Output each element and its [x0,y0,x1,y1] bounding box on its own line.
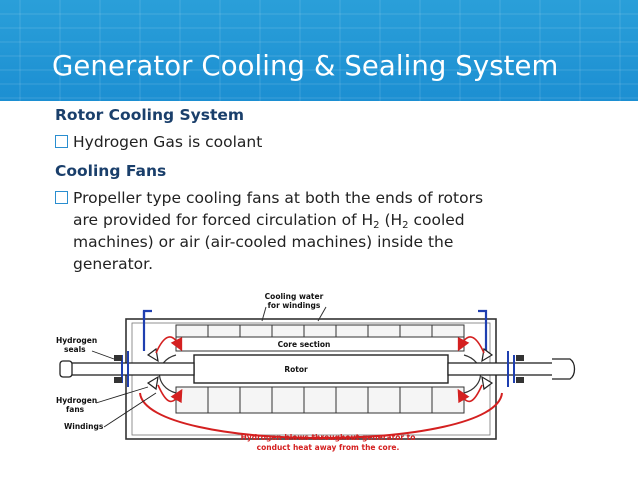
subscript-2: 2 [373,220,380,231]
shaft-coupling-right [552,358,576,380]
bullet-line-3: machines) or air (air-cooled machines) i… [73,233,454,251]
hydrogen-flow-arrows [139,336,503,439]
caption-line2: conduct heat away from the core. [257,443,400,452]
bullet-line-2-b: (H [379,211,403,229]
cooling-water-left [142,309,152,319]
shaft-coupling-left [59,360,73,378]
shaft-left [69,362,195,376]
subscript-2: 2 [402,220,409,231]
housing-inner-wall [131,322,491,436]
hydrogen-fans [146,347,494,391]
bullet-line-2-a: are provided for forced circulation of H [73,211,374,229]
bullet-line-2: are provided for forced circulation of H… [55,209,575,231]
bullet-propeller-fans: Propeller type cooling fans at both the … [55,187,575,275]
bullet-line-2-c: cooled [408,211,465,229]
caption-line1: Hydrogen blows throughout generator to [241,433,416,442]
slide-title: Generator Cooling & Sealing System [52,50,559,82]
label-hydrogen-seals-line1: Hydrogen [56,336,97,345]
label-hydrogen-fans-line1: Hydrogen [56,396,97,405]
bullet-hydrogen-coolant: Hydrogen Gas is coolant [55,131,262,153]
bullet-text: Hydrogen Gas is coolant [73,133,263,151]
bullet-line-1: Propeller type cooling fans at both the … [73,189,484,207]
label-windings: Windings [64,422,104,431]
cooling-water-right [478,309,488,351]
seal-blocks [114,355,524,383]
label-core-section: Core section [278,340,331,349]
generator-housing [125,318,497,440]
pointer-windings [103,392,157,428]
label-hydrogen-seals-line2: seals [64,345,86,354]
heading-rotor-cooling: Rotor Cooling System [55,106,245,124]
pointer-fans [95,386,149,404]
heading-cooling-fans: Cooling Fans [55,162,167,180]
banner-grid-pattern [0,0,638,101]
checkbox-bullet-icon [55,191,68,204]
lower-core-stack [175,386,465,414]
label-cooling-water-line1: Cooling water [265,292,324,301]
label-rotor: Rotor [284,365,308,374]
cooling-water-pointer [261,306,327,322]
rotor-body [193,354,449,384]
label-hydrogen-fans-line2: fans [66,405,85,414]
generator-diagram: Core section Rotor [56,292,576,452]
label-cooling-water-line2: for windings [268,301,321,310]
bullet-line-4: generator. [73,255,154,273]
checkbox-bullet-icon [55,135,68,148]
pointer-seals [91,350,115,360]
title-banner: Generator Cooling & Sealing System [0,0,638,101]
